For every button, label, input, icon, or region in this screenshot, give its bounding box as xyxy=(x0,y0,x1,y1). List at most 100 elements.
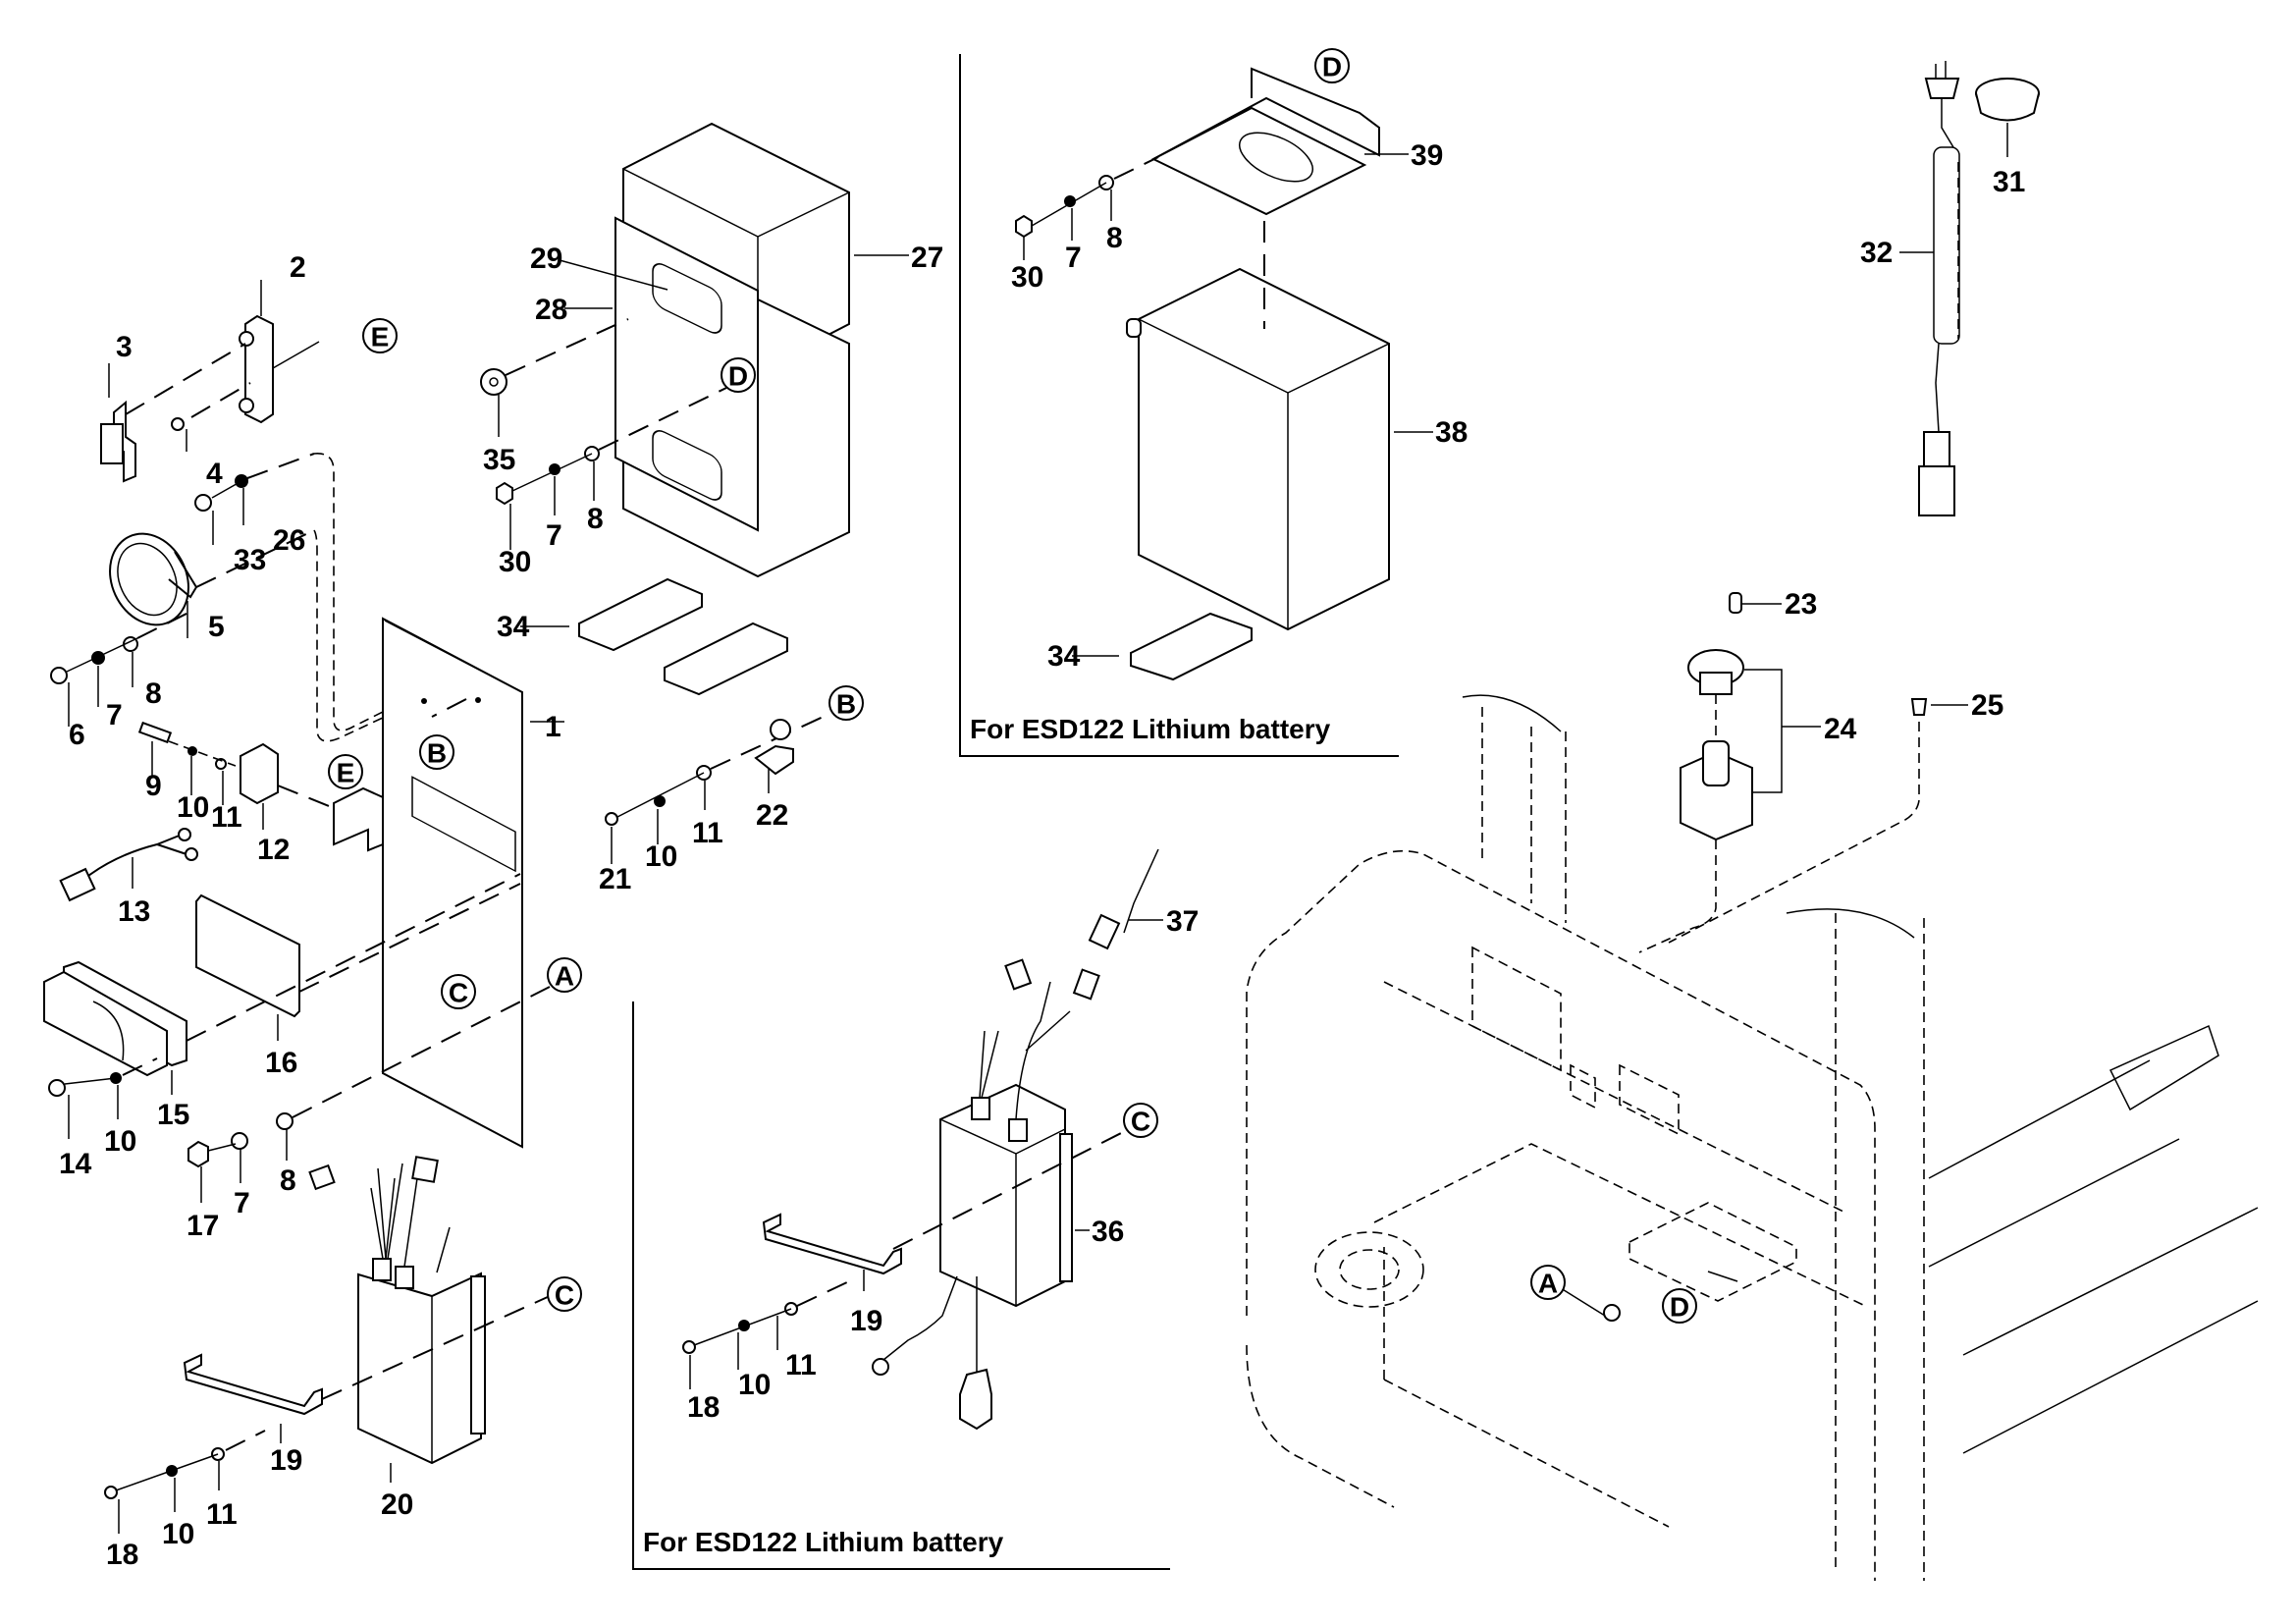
battery-panel-caption: For ESD122 Lithium battery xyxy=(970,714,1331,744)
part-label: 4 xyxy=(206,458,223,490)
charger-icon xyxy=(939,1083,1066,1308)
rubber-pads xyxy=(520,577,788,696)
part-label: 31 xyxy=(1993,166,2025,198)
svg-text:E: E xyxy=(337,758,355,788)
part-label: 11 xyxy=(206,1498,238,1531)
ref-marker-d: D xyxy=(1662,1288,1697,1324)
part-label: 15 xyxy=(157,1099,189,1131)
ref-marker-a: A xyxy=(1530,1265,1566,1300)
part-label: 7 xyxy=(234,1187,250,1219)
part-label: 39 xyxy=(1411,139,1443,172)
part-label: 8 xyxy=(1106,222,1123,254)
bracket-icon xyxy=(762,1213,902,1275)
part-label: 18 xyxy=(106,1539,138,1571)
part-label: 3 xyxy=(116,331,133,363)
charger-icon xyxy=(357,1272,482,1465)
svg-text:D: D xyxy=(728,361,748,392)
horn-assembly xyxy=(50,453,315,727)
truck-frame xyxy=(1246,694,2259,1581)
part-label: 7 xyxy=(1065,242,1082,274)
fuse-holder-assembly xyxy=(100,280,320,483)
bolt-icon xyxy=(1603,1304,1621,1322)
push-button-icon xyxy=(1910,698,1928,716)
socket-icon xyxy=(1923,431,1950,467)
part-label: 36 xyxy=(1092,1216,1124,1248)
part-label: 8 xyxy=(280,1164,296,1197)
ref-marker-d: D xyxy=(1314,48,1350,83)
lithium-charger-panel xyxy=(682,848,1163,1431)
svg-text:D: D xyxy=(1670,1292,1689,1323)
svg-text:D: D xyxy=(1322,52,1342,82)
truck-body-outline xyxy=(1246,849,1876,1581)
nut-icon xyxy=(187,1140,209,1168)
part-label: 7 xyxy=(106,699,123,731)
part-label: 27 xyxy=(911,242,943,274)
wire-route xyxy=(313,453,394,731)
svg-text:B: B xyxy=(427,738,447,769)
rubber-pad-icon xyxy=(1130,612,1253,681)
part-label: 12 xyxy=(257,834,290,866)
part-label: 34 xyxy=(497,611,530,643)
part-label: 8 xyxy=(587,503,604,535)
part-label: 29 xyxy=(530,243,562,275)
part-label: 14 xyxy=(59,1148,92,1180)
connector-icon xyxy=(1004,958,1033,991)
ref-marker-b: B xyxy=(419,734,454,770)
part-label: 5 xyxy=(208,611,225,643)
screw-icon xyxy=(171,417,185,431)
part-label: 23 xyxy=(1785,588,1817,621)
drive-hole-icon xyxy=(1314,1231,1424,1308)
fastener-set-17 xyxy=(187,986,551,1203)
connector-icon xyxy=(308,1164,336,1191)
part-label: 22 xyxy=(756,799,788,832)
part-label: 11 xyxy=(692,817,723,849)
fuse-holder-icon xyxy=(244,314,274,424)
part-label: 30 xyxy=(1011,261,1043,294)
leader-29 xyxy=(559,259,668,291)
micro-switch-assembly xyxy=(137,721,384,852)
power-cord-assembly xyxy=(1899,61,2040,516)
wire-route xyxy=(313,529,386,742)
part-label: 17 xyxy=(187,1210,219,1242)
access-panel xyxy=(1471,946,1562,1072)
bolt-icon xyxy=(50,667,68,684)
lithium-battery-panel xyxy=(1015,67,1433,681)
part-label: 38 xyxy=(1435,416,1468,449)
svg-text:C: C xyxy=(449,978,468,1008)
battery-box xyxy=(480,122,909,578)
part-label: 28 xyxy=(535,294,567,326)
part-label: 9 xyxy=(145,770,162,802)
mounting-plate xyxy=(382,617,564,1149)
part-label: 33 xyxy=(234,544,266,576)
ref-marker-e: E xyxy=(362,318,398,353)
key-switch-assembly xyxy=(1638,592,1968,953)
cable-gland-icon xyxy=(372,1258,392,1281)
screw-icon xyxy=(1729,592,1742,614)
connector-icon xyxy=(59,867,96,902)
fuse-body xyxy=(100,423,124,464)
wire-harness-13 xyxy=(59,828,198,902)
part-label: 19 xyxy=(850,1305,882,1337)
rubber-pad-icon xyxy=(578,577,703,652)
battery-panel-border xyxy=(959,54,1399,757)
part-label: 24 xyxy=(1824,713,1857,745)
ref-marker-c: C xyxy=(441,974,476,1009)
display-controller xyxy=(43,873,521,1139)
part-label: 16 xyxy=(265,1047,297,1079)
svg-text:C: C xyxy=(555,1280,574,1311)
ref-marker-a: A xyxy=(547,957,582,993)
part-label: 26 xyxy=(273,524,305,557)
part-label: 32 xyxy=(1860,237,1893,269)
part-label: 2 xyxy=(290,251,306,284)
part-label: 37 xyxy=(1166,905,1199,938)
charger-panel-caption: For ESD122 Lithium battery xyxy=(643,1527,1004,1557)
ref-marker-c: C xyxy=(1123,1103,1158,1138)
charger-panel-border xyxy=(632,1001,1170,1570)
svg-text:E: E xyxy=(371,322,390,352)
plug-icon xyxy=(1924,78,1960,99)
lock-washer-icon xyxy=(91,651,105,665)
part-label: 10 xyxy=(738,1369,771,1401)
part-label: 10 xyxy=(645,840,677,873)
ref-marker-d: D xyxy=(721,357,756,393)
